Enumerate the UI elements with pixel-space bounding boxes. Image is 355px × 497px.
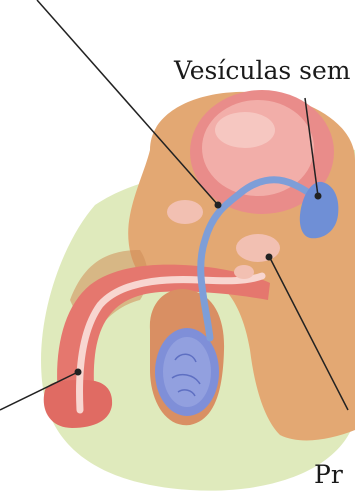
accessory-gland-2 [234, 265, 254, 279]
accessory-gland [167, 200, 203, 224]
prostate-gland [236, 234, 280, 262]
leader-dot-top [215, 202, 222, 209]
testis-inner [163, 337, 211, 407]
leader-dot-seminal [315, 193, 322, 200]
bladder-highlight [215, 112, 275, 148]
leader-dot-left [75, 369, 82, 376]
label-prostate: Pr [314, 462, 343, 487]
leader-dot-prostate [266, 254, 273, 261]
label-seminal-vesicles: Vesículas sem [174, 58, 351, 83]
